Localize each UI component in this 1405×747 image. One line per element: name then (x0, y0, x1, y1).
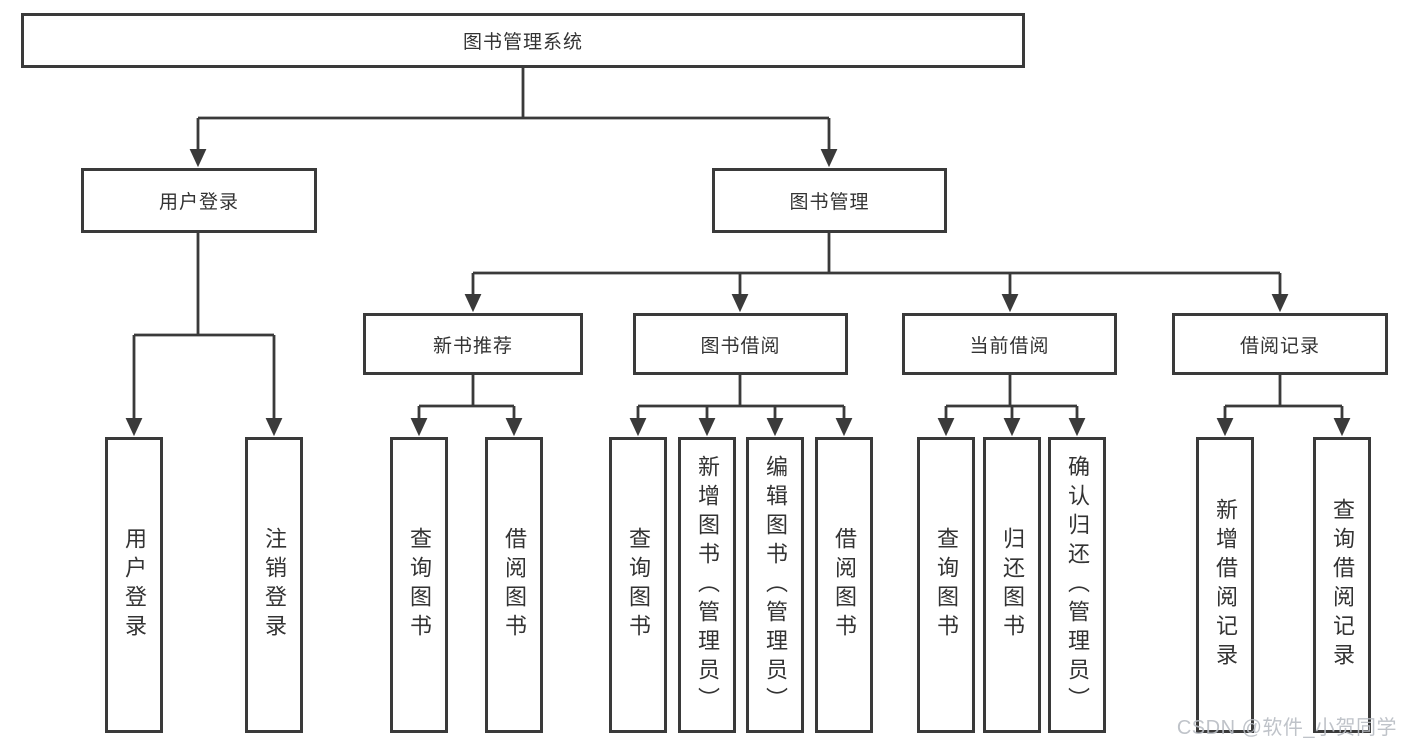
leaf-edit-books-admin: 编辑图书（管理员） (746, 437, 804, 733)
leaf-borrowing-borrow-books: 借阅图书 (815, 437, 873, 733)
leaf-add-books-admin-label: 新增图书（管理员） (695, 454, 720, 716)
leaf-borrowing-borrow-books-label: 借阅图书 (832, 527, 857, 643)
leaf-logout: 注销登录 (245, 437, 303, 733)
node-book-borrowing: 图书借阅 (633, 313, 848, 375)
leaf-confirm-return-admin-label: 确认归还（管理员） (1065, 454, 1090, 716)
leaf-query-borrow-record: 查询借阅记录 (1313, 437, 1371, 733)
leaf-recommend-borrow-books-label: 借阅图书 (502, 527, 527, 643)
node-book-management-label: 图书管理 (789, 192, 870, 213)
node-new-book-recommend-label: 新书推荐 (432, 335, 513, 357)
leaf-confirm-return-admin: 确认归还（管理员） (1048, 437, 1106, 733)
leaf-current-query-books: 查询图书 (917, 437, 975, 733)
node-borrowing-records-label: 借阅记录 (1239, 335, 1320, 357)
csdn-watermark: CSDN @软件_小贺同学 (1176, 717, 1397, 739)
leaf-recommend-query-books-label: 查询图书 (407, 527, 432, 643)
node-root-system: 图书管理系统 (21, 13, 1025, 68)
leaf-borrowing-query-books-label: 查询图书 (626, 527, 651, 643)
leaf-return-books-label: 归还图书 (1000, 527, 1025, 643)
node-current-borrowing: 当前借阅 (902, 313, 1117, 375)
node-book-management: 图书管理 (712, 168, 947, 233)
node-borrowing-records: 借阅记录 (1172, 313, 1388, 375)
leaf-query-borrow-record-label: 查询借阅记录 (1330, 498, 1355, 672)
node-user-login: 用户登录 (81, 168, 317, 233)
leaf-edit-books-admin-label: 编辑图书（管理员） (763, 454, 788, 716)
node-book-borrowing-label: 图书借阅 (700, 335, 781, 357)
leaf-add-books-admin: 新增图书（管理员） (678, 437, 736, 733)
leaf-return-books: 归还图书 (983, 437, 1041, 733)
leaf-logout-label: 注销登录 (262, 527, 287, 643)
leaf-current-query-books-label: 查询图书 (934, 527, 959, 643)
node-user-login-label: 用户登录 (158, 192, 239, 213)
leaf-user-login-label: 用户登录 (122, 527, 147, 643)
leaf-recommend-borrow-books: 借阅图书 (485, 437, 543, 733)
leaf-recommend-query-books: 查询图书 (390, 437, 448, 733)
node-root-system-label: 图书管理系统 (462, 32, 583, 53)
node-current-borrowing-label: 当前借阅 (969, 335, 1050, 357)
leaf-add-borrow-record: 新增借阅记录 (1196, 437, 1254, 733)
node-new-book-recommend: 新书推荐 (363, 313, 583, 375)
leaf-add-borrow-record-label: 新增借阅记录 (1213, 498, 1238, 672)
leaf-user-login: 用户登录 (105, 437, 163, 733)
leaf-borrowing-query-books: 查询图书 (609, 437, 667, 733)
